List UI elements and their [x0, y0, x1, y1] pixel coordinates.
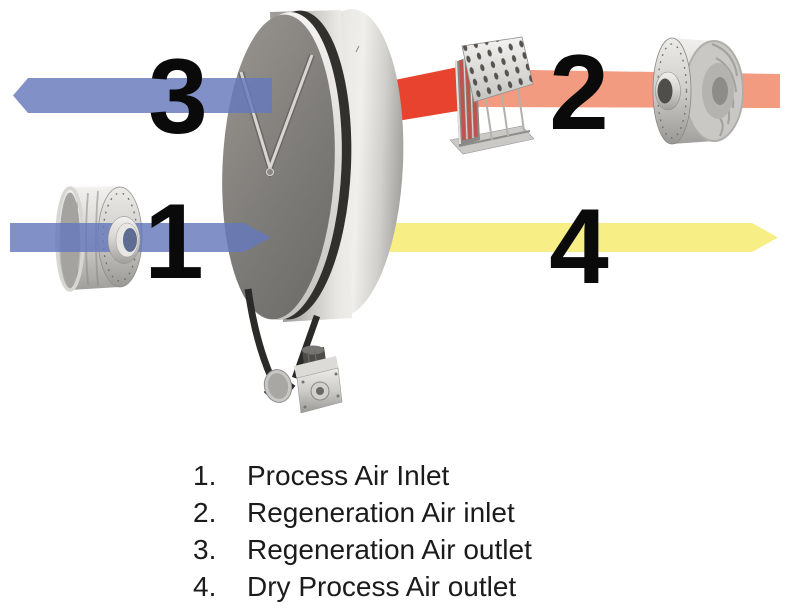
heater-perforations — [462, 37, 533, 102]
heater-element-tube — [459, 59, 466, 141]
fan-blade — [711, 43, 738, 77]
motor-bolt — [301, 380, 305, 384]
regeneration-heater — [449, 36, 535, 155]
legend-item: 2. Regeneration Air inlet — [193, 494, 532, 531]
legend-item: 1. Process Air Inlet — [193, 457, 532, 494]
motor-gear-top — [302, 345, 324, 355]
legend-item-label: Regeneration Air outlet — [247, 534, 532, 565]
process-air-inlet-arrow — [10, 223, 271, 252]
legend-item-number: 4. — [193, 571, 217, 602]
fan-blade — [715, 57, 737, 93]
heater-frame-rod — [463, 58, 468, 140]
heater-rod — [501, 94, 509, 137]
divider-hub — [266, 168, 274, 176]
belt-strap-left — [244, 288, 275, 379]
heater-rod — [485, 99, 493, 141]
rim-mark — [355, 45, 360, 53]
arrow-number-1: 1 — [144, 181, 204, 301]
legend: 1. Process Air Inlet 2. Regeneration Air… — [193, 457, 532, 605]
legend-item-number: 2. — [193, 497, 217, 528]
heater-frame-edge — [455, 59, 461, 145]
regeneration-fan — [652, 37, 744, 145]
process-fan-hub-front — [107, 216, 141, 264]
legend-item-label: Process Air Inlet — [247, 460, 450, 491]
regeneration-hot-air-segment — [385, 65, 476, 123]
legend-item-number: 1. — [193, 460, 217, 491]
motor-bolt — [334, 372, 338, 376]
arrow-number-2: 2 — [549, 32, 609, 152]
motor-pulley-inner — [267, 373, 289, 399]
motor-shaft — [316, 387, 324, 395]
legend-item-number: 3. — [193, 534, 217, 565]
fan-inlet-through-air — [123, 228, 137, 252]
fan-inlet — [657, 78, 673, 104]
arrow-number-4: 4 — [549, 186, 609, 306]
drive-motor — [263, 345, 343, 414]
legend-item: 3. Regeneration Air outlet — [193, 531, 532, 568]
legend-item-label: Regeneration Air inlet — [247, 497, 515, 528]
regeneration-air-outlet-arrow — [13, 78, 272, 113]
dry-process-air-outlet-arrow — [390, 223, 778, 252]
fan-inner-hub — [712, 77, 728, 105]
arrow-number-3: 3 — [148, 36, 208, 156]
legend-item: 4. Dry Process Air outlet — [193, 568, 532, 605]
motor-top-plate — [294, 356, 339, 380]
fan-drum-highlight — [69, 186, 121, 189]
motor-bolt — [336, 394, 340, 398]
legend-item-label: Dry Process Air outlet — [247, 571, 517, 602]
motor-bolt — [303, 405, 307, 409]
heater-rail — [458, 130, 531, 147]
heater-rod — [517, 87, 525, 132]
